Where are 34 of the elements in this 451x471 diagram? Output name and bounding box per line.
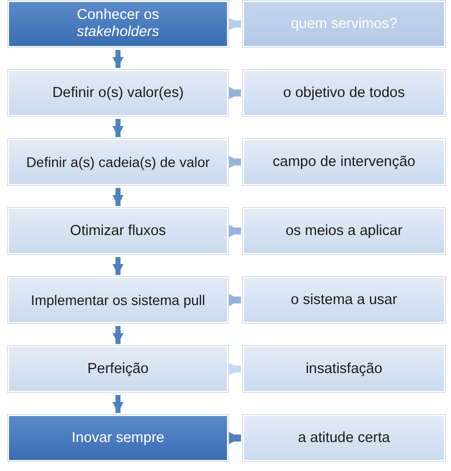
box-label: o sistema a usar (290, 292, 398, 308)
process-box (8, 139, 228, 185)
box-label: Perfeição (87, 360, 149, 378)
box-label: Inovar sempre (72, 430, 164, 446)
arrow (112, 395, 124, 413)
box-label: quem servimos? (290, 16, 398, 32)
arrow (112, 257, 124, 275)
arrow (112, 50, 124, 68)
process-box (8, 208, 228, 254)
process-box (8, 277, 228, 323)
process-box (243, 208, 445, 254)
process-box (8, 415, 228, 461)
arrow (112, 119, 124, 137)
arrow (112, 326, 124, 344)
process-box (243, 1, 445, 47)
box-label: Conhecer os stakeholders (76, 7, 160, 41)
box-label: insatisfação (306, 360, 382, 378)
process-box (243, 346, 445, 392)
process-box (243, 70, 445, 116)
process-box (243, 277, 445, 323)
box-label: o objetivo de todos (283, 84, 405, 102)
process-box (8, 70, 228, 116)
box-label: Implementar os sistema pull (30, 292, 206, 308)
process-box (243, 415, 445, 461)
box-label: campo de intervenção (272, 154, 416, 170)
box-label: a atitude certa (298, 430, 390, 446)
arrow (112, 188, 124, 206)
box-label: os meios a aplicar (286, 222, 402, 240)
box-label: Definir a(s) cadeia(s) de valor (26, 154, 210, 170)
process-box (8, 346, 228, 392)
process-box (8, 1, 228, 47)
box-label: Otimizar fluxos (70, 222, 166, 240)
box-label: Definir o(s) valor(es) (52, 84, 184, 102)
process-box (243, 139, 445, 185)
